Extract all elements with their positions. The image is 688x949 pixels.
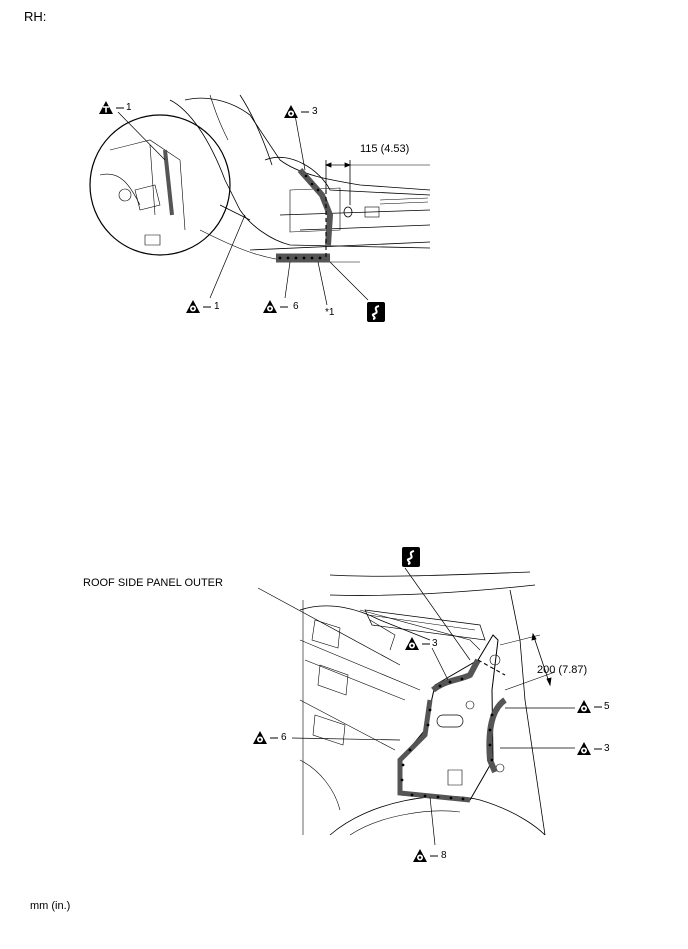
callout-b-6: 6: [281, 732, 287, 743]
bottom-figure: [257, 567, 575, 846]
callout-b-5: 5: [604, 701, 610, 712]
callout-6: 6: [293, 301, 299, 312]
top-figure: [89, 94, 431, 306]
triangle-spot-weld-icon: [284, 105, 298, 118]
callout-bottom-1: 1: [214, 301, 220, 312]
triangle-spot-weld-icon: [413, 849, 427, 862]
triangle-spot-weld-icon: [253, 731, 267, 744]
triangle-t-icon: [98, 100, 114, 115]
bottom-dimension-label: 200 (7.87): [537, 664, 588, 676]
triangle-spot-weld-icon: [577, 700, 591, 713]
triangle-spot-weld-icon: [263, 300, 277, 313]
callout-b-8: 8: [441, 850, 447, 861]
note-ref-1: *1: [325, 307, 335, 318]
part-label-roof-side-panel-outer: ROOF SIDE PANEL OUTER: [83, 577, 223, 589]
side-label: RH:: [24, 9, 47, 24]
top-dimension-label: 115 (4.53): [360, 143, 410, 155]
cut-sawtooth-icon: [401, 546, 421, 568]
triangle-spot-weld-icon: [405, 637, 419, 650]
cut-sawtooth-icon: [366, 301, 386, 323]
triangle-spot-weld-icon: [186, 300, 200, 313]
callout-b-3-top: 3: [432, 638, 438, 649]
callout-top-1: 1: [126, 102, 132, 113]
callout-b-3-right: 3: [604, 743, 610, 754]
triangle-spot-weld-icon: [577, 742, 591, 755]
unit-note: mm (in.): [30, 900, 71, 912]
callout-top-3: 3: [312, 106, 318, 117]
